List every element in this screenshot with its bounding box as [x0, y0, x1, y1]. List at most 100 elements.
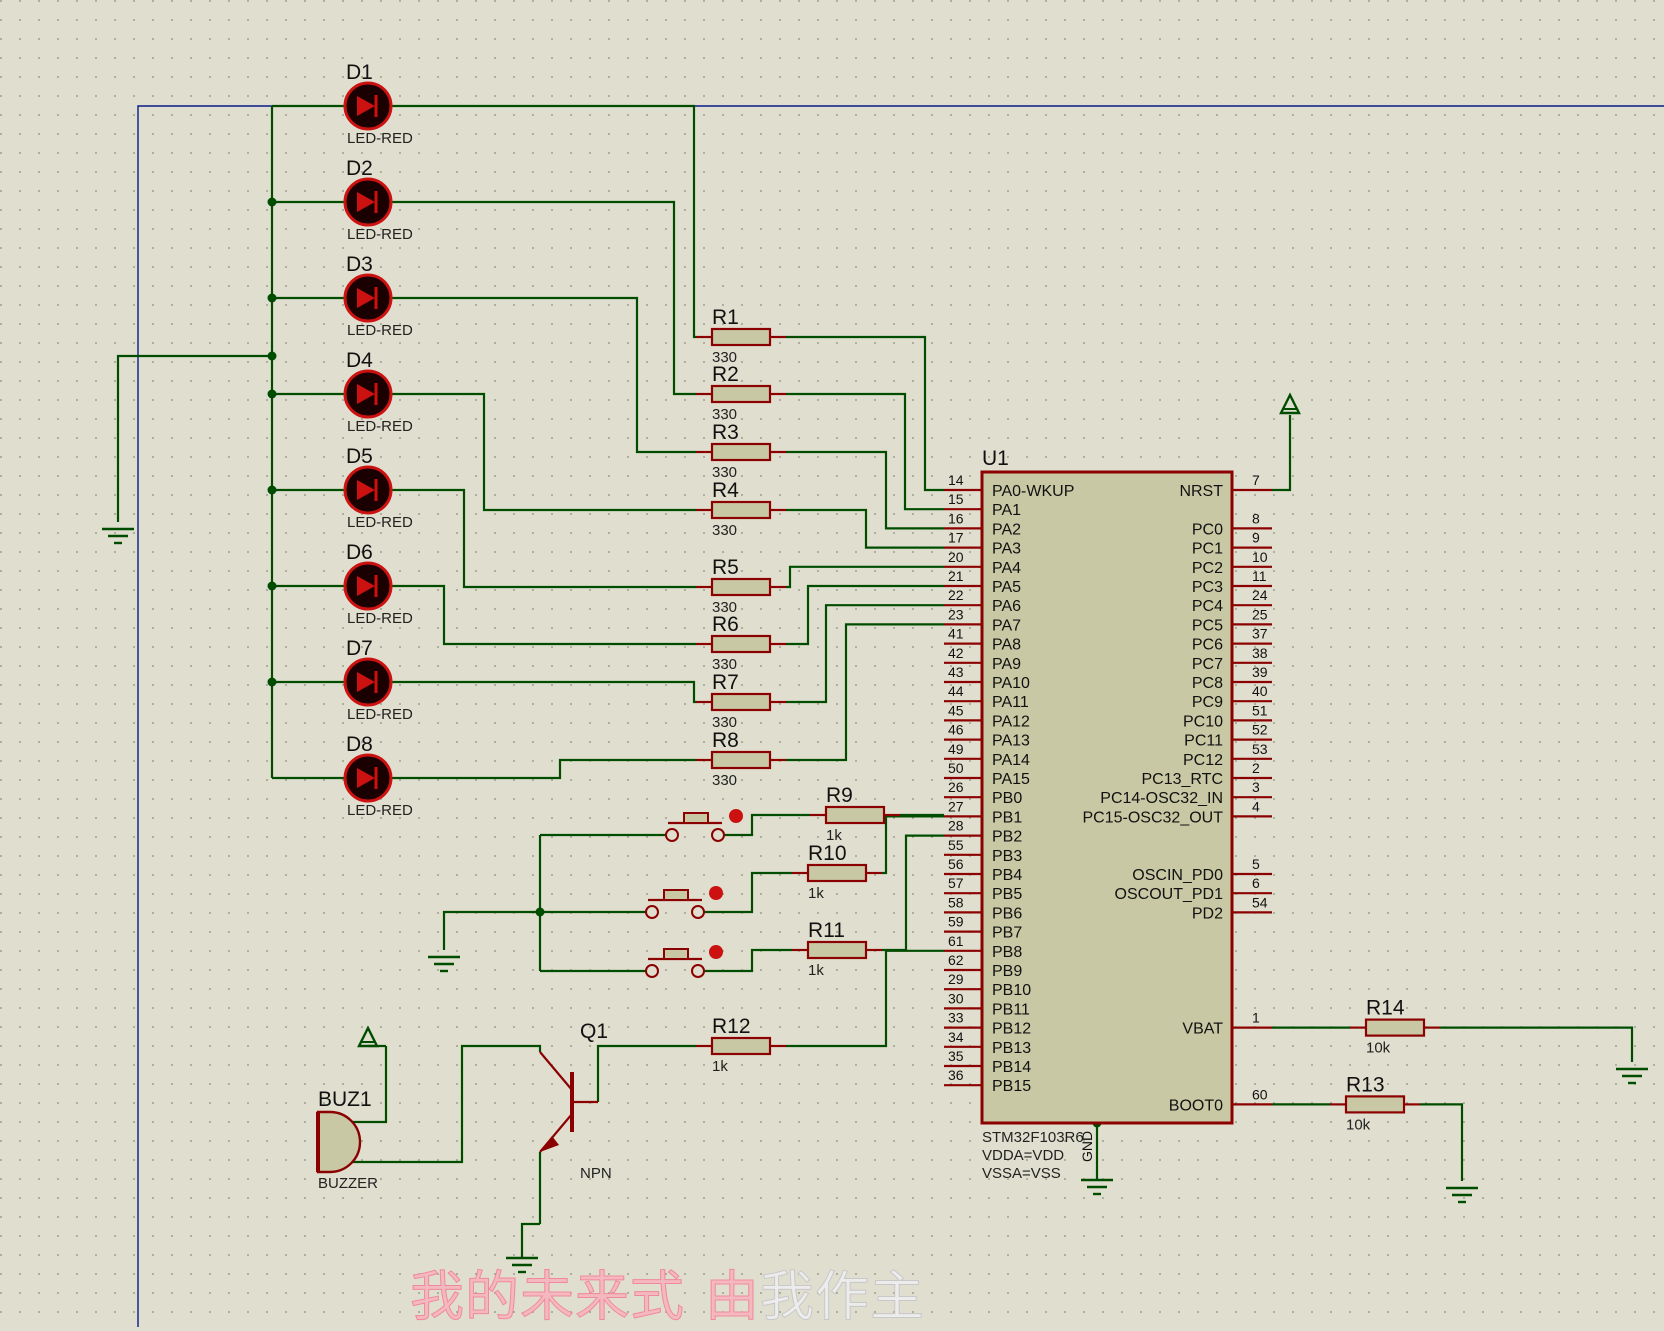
mcu-pin-name: PB14: [992, 1059, 1031, 1076]
led-d7: [343, 657, 393, 707]
resistor-r5: [696, 577, 786, 597]
mcu-pin-name: PA3: [992, 541, 1021, 558]
resistor-ref-label: R9: [826, 784, 853, 807]
led-value-label: LED-RED: [347, 130, 413, 147]
mcu-pin-name: PA4: [992, 560, 1021, 577]
buzzer-supply-wire: [340, 1046, 388, 1124]
led-triangle: [357, 768, 375, 788]
components: [102, 81, 1648, 1274]
mcu-pin-number: 2: [1252, 760, 1260, 776]
mcu-pin-number: 8: [1252, 510, 1260, 526]
push-button-3: [645, 945, 723, 978]
junction-dot: [267, 293, 277, 303]
resistor-value-label: 1k: [826, 827, 842, 844]
mcu-pin-name: PA0-WKUP: [992, 483, 1074, 500]
resistor-r9: [810, 805, 900, 825]
mcu-pin-name: PA5: [992, 579, 1021, 596]
led-d6: [343, 561, 393, 611]
mcu-pin-name: PA7: [992, 617, 1021, 634]
resistor-value-label: 330: [712, 599, 737, 616]
resistor-to-mcu-wire: [786, 623, 944, 762]
mcu-pin-name: PC8: [1192, 675, 1223, 692]
mcu-pin-number: 27: [948, 798, 964, 814]
resistor-value-label: 1k: [808, 885, 824, 902]
buzzer-power-terminal: [357, 1025, 379, 1048]
transistor-ref-label: Q1: [580, 1020, 608, 1043]
resistor-body: [1344, 1095, 1406, 1114]
ground-led-bus: [102, 527, 134, 545]
resistor-r4: [696, 500, 786, 520]
mcu-pin-number: 33: [948, 1010, 964, 1026]
mcu-pin-number: 51: [1252, 702, 1268, 718]
led-ref-label: D5: [346, 445, 373, 468]
led-triangle: [357, 480, 375, 500]
mcu-pin-number: 42: [948, 645, 964, 661]
mcu-part-label: STM32F103R6: [982, 1129, 1084, 1146]
resistor-to-mcu-wire: [786, 335, 944, 492]
led-cathode-wire: [391, 758, 696, 780]
mcu-pin-name: OSCIN_PD0: [1132, 867, 1223, 884]
mcu-pin-number: 21: [948, 568, 964, 584]
mcu-pin-number: 10: [1252, 549, 1268, 565]
emitter-ground-lead: [520, 1222, 540, 1258]
mcu-pin-name: PB6: [992, 905, 1022, 922]
resistor-body: [710, 442, 772, 462]
switch-to-resistor-wire: [704, 871, 792, 914]
mcu-pin-name: PA14: [992, 752, 1030, 769]
mcu-pin-number: 23: [948, 606, 964, 622]
mcu-pin-number: 25: [1252, 606, 1268, 622]
mcu-pin-name: PC9: [1192, 694, 1223, 711]
mcu-pin-name: PB12: [992, 1021, 1031, 1038]
mcu-pin-name: VBAT: [1182, 1021, 1223, 1038]
resistor-body: [710, 750, 772, 770]
mcu-pin-number: 30: [948, 990, 964, 1006]
mcu-pin-number: 39: [1252, 664, 1268, 680]
resistor-to-mcu-wire: [882, 815, 944, 875]
resistor-ref-label: R12: [712, 1015, 751, 1038]
labels: D1LED-REDD2LED-REDD3LED-REDD4LED-REDD5LE…: [318, 61, 1405, 1192]
resistor-value-label: 330: [712, 522, 737, 539]
buzzer-buz1: [316, 1110, 362, 1174]
mcu-pin-number: 28: [948, 818, 964, 834]
led-value-label: LED-RED: [347, 610, 413, 627]
power-arrow: [357, 1025, 379, 1048]
resistor-r13: [1330, 1095, 1420, 1114]
mcu-pin-name: PA6: [992, 598, 1021, 615]
transistor-type-label: NPN: [580, 1165, 612, 1182]
resistor-to-mcu-wire: [786, 604, 944, 704]
led-cathode-wire: [391, 680, 696, 704]
resistor-ref-label: R13: [1346, 1073, 1385, 1096]
resistor-body: [1364, 1018, 1426, 1037]
mcu-pin-name: PC4: [1192, 598, 1223, 615]
watermark-text-1: 我的未来式: [410, 1265, 685, 1329]
resistor-ref-label: R11: [808, 919, 845, 942]
led-ref-label: D3: [346, 253, 373, 276]
resistor-value-label: 1k: [712, 1058, 728, 1075]
resistor-ref-label: R3: [712, 421, 739, 444]
mcu-pin-number: 29: [948, 971, 964, 987]
switch-contact: [691, 905, 705, 919]
led-triangle: [357, 192, 375, 212]
mcu-pin-number: 54: [1252, 894, 1268, 910]
mcu-pin-number: 43: [948, 664, 964, 680]
mcu-pin-number: 62: [948, 952, 964, 968]
switch-contact: [711, 828, 725, 842]
led-cathode-wire: [391, 200, 696, 396]
resistor-value-label: 10k: [1366, 1040, 1391, 1057]
led-bus-ground-wire: [116, 354, 272, 522]
mcu-pin-name: PB11: [992, 1001, 1030, 1018]
sheet-border: [137, 105, 1664, 1327]
nrst-pullup-wire: [1272, 415, 1292, 492]
mcu-pin-name: PC5: [1192, 617, 1223, 634]
watermark-text-2: 由: [705, 1265, 760, 1329]
switch-contact: [645, 905, 659, 919]
mcu-pin-name: PC0: [1192, 521, 1223, 538]
mcu-pin-number: 58: [948, 894, 964, 910]
led-ref-label: D1: [346, 61, 373, 84]
junction-dot: [267, 677, 277, 687]
resistor-ref-label: R2: [712, 363, 739, 386]
resistor-ref-label: R1: [712, 306, 739, 329]
watermark: 我的未来式由我作主: [410, 1252, 925, 1331]
